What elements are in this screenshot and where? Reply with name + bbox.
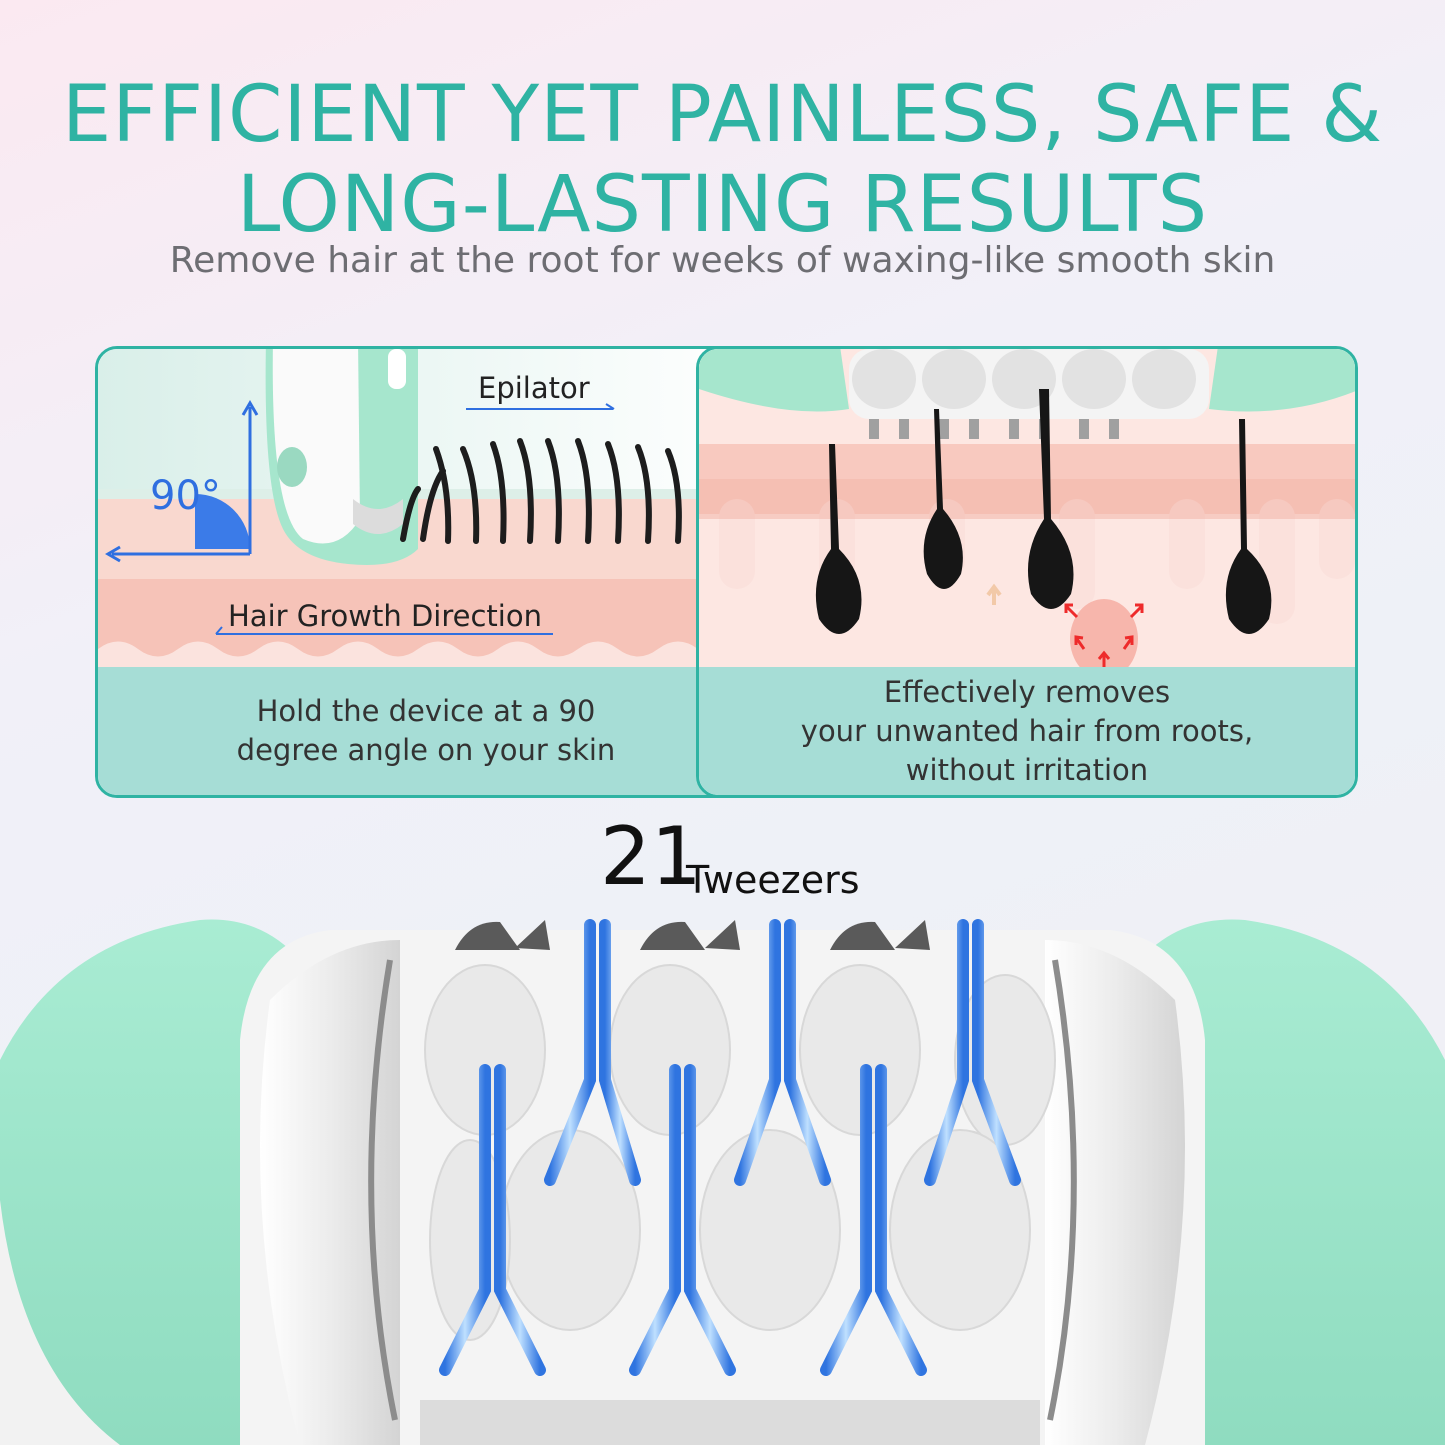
headline: EFFICIENT YET PAINLESS, SAFE & LONG-LAST… (0, 70, 1445, 250)
angle-caption-line-1: Hold the device at a 90 (256, 694, 596, 728)
direction-label: Hair Growth Direction (228, 599, 542, 633)
root-caption: Effectively removes your unwanted hair f… (699, 667, 1355, 795)
root-caption-line-3: without irritation (905, 752, 1149, 787)
tweezer-count: 21 (600, 810, 702, 903)
angle-caption: Hold the device at a 90 degree angle on … (98, 667, 754, 795)
headline-line-1: EFFICIENT YET PAINLESS, SAFE & (61, 70, 1384, 160)
tweezer-blades (439, 919, 1021, 1376)
root-panel: Effectively removes your unwanted hair f… (696, 346, 1358, 798)
root-caption-line-1: Effectively removes (883, 674, 1171, 709)
angle-illustration (98, 349, 754, 673)
tweezer-label: Tweezers (686, 858, 860, 902)
angle-panel: Epilator 90° Hair Growth Direction Hold … (95, 346, 757, 798)
epilator-label: Epilator (478, 371, 590, 405)
root-caption-line-2: your unwanted hair from roots, (800, 713, 1254, 748)
subtitle: Remove hair at the root for weeks of wax… (169, 240, 1276, 281)
root-illustration (699, 349, 1355, 673)
epilator-head-closeup (0, 919, 1445, 1445)
angle-caption-line-2: degree angle on your skin (236, 733, 616, 767)
angle-label: 90° (150, 473, 221, 519)
headline-line-2: LONG-LASTING RESULTS (236, 160, 1209, 250)
